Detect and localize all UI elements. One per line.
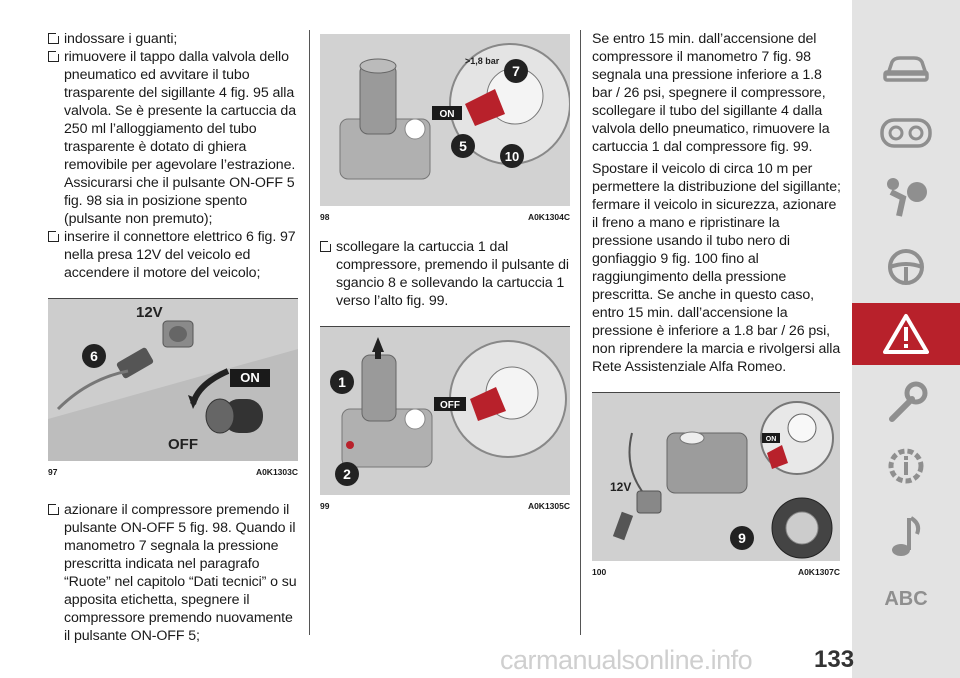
steering-wheel-icon[interactable]	[852, 236, 960, 298]
label-on: ON	[240, 370, 260, 385]
column-divider	[580, 30, 581, 635]
figure-98-illustration: ON >1,8 bar 7 5 10	[320, 34, 570, 206]
checkbox-bullet-icon	[48, 229, 61, 242]
abc-icon[interactable]: ABC	[852, 568, 960, 630]
label-12v: 12V	[136, 304, 163, 321]
list-item: inserire il connettore elettrico 6 fig. …	[48, 228, 298, 282]
paragraph: Spostare il veicolo di circa 10 m per pe…	[592, 161, 841, 375]
list-item: indossare i guanti;	[48, 30, 298, 48]
gear-info-icon[interactable]	[852, 435, 960, 497]
abc-label: ABC	[884, 587, 928, 610]
figure-100-illustration: ON 12V 9	[592, 393, 840, 561]
figure-99-illustration: OFF 1 2	[320, 327, 570, 495]
list-item: azionare il compressore premendo il puls…	[48, 501, 298, 645]
figure-97-illustration: ON 12V OFF 6	[48, 299, 298, 461]
car-icon[interactable]	[852, 38, 960, 100]
checkbox-bullet-icon	[48, 49, 61, 62]
callout-10: 10	[505, 149, 519, 164]
airbag-icon[interactable]	[852, 166, 960, 228]
label-pressure: >1,8 bar	[465, 56, 500, 66]
chapter-sidebar: ABC	[852, 0, 960, 678]
checkbox-bullet-icon	[48, 31, 61, 44]
callout-5: 5	[459, 138, 467, 154]
figure-code: A0K1304C	[527, 212, 570, 222]
list-item: rimuovere il tappo dalla valvola dello p…	[48, 48, 298, 228]
figure-number: 97	[48, 467, 58, 477]
figure-number: 98	[320, 212, 330, 222]
dashboard-icon[interactable]	[852, 102, 960, 164]
figure-code: A0K1305C	[527, 501, 570, 511]
label-on: ON	[440, 109, 455, 120]
list-item: scollegare la cartuccia 1 dal compressor…	[320, 238, 570, 310]
callout-1: 1	[338, 374, 346, 390]
figure-caption: 97 A0K1303C	[48, 467, 298, 477]
label-on: ON	[766, 436, 777, 443]
music-note-icon[interactable]	[852, 505, 960, 567]
figure-code: A0K1303C	[255, 467, 298, 477]
watermark: carmanualsonline.info	[500, 645, 753, 675]
callout-9: 9	[738, 530, 746, 546]
figure-code: A0K1307C	[797, 567, 840, 577]
label-12v: 12V	[610, 480, 631, 494]
checkbox-bullet-icon	[320, 239, 333, 252]
column-3: Se entro 15 min. dall’accensione del com…	[592, 30, 842, 577]
column-divider	[309, 30, 310, 635]
label-off: OFF	[440, 400, 460, 411]
label-off: OFF	[168, 436, 198, 453]
callout-6: 6	[90, 348, 98, 364]
page-number: 133	[814, 646, 855, 673]
figure-caption: 98 A0K1304C	[320, 212, 570, 222]
figure-caption: 100 A0K1307C	[592, 567, 840, 577]
column-2: ON >1,8 bar 7 5 10 98 A0K1304C scollegar…	[320, 30, 570, 511]
checkbox-bullet-icon	[48, 502, 61, 515]
figure-number: 99	[320, 501, 330, 511]
figure-100: ON 12V 9	[592, 392, 840, 561]
column-1: indossare i guanti; rimuovere il tappo d…	[48, 30, 298, 645]
callout-7: 7	[512, 63, 520, 79]
wrench-icon[interactable]	[852, 372, 960, 434]
figure-98: ON >1,8 bar 7 5 10	[320, 34, 570, 206]
figure-99: OFF 1 2	[320, 326, 570, 495]
paragraph: Se entro 15 min. dall’accensione del com…	[592, 31, 830, 155]
figure-caption: 99 A0K1305C	[320, 501, 570, 511]
callout-2: 2	[343, 466, 351, 482]
figure-97: ON 12V OFF 6	[48, 298, 298, 461]
figure-number: 100	[592, 567, 607, 577]
warning-triangle-icon[interactable]	[852, 303, 960, 365]
